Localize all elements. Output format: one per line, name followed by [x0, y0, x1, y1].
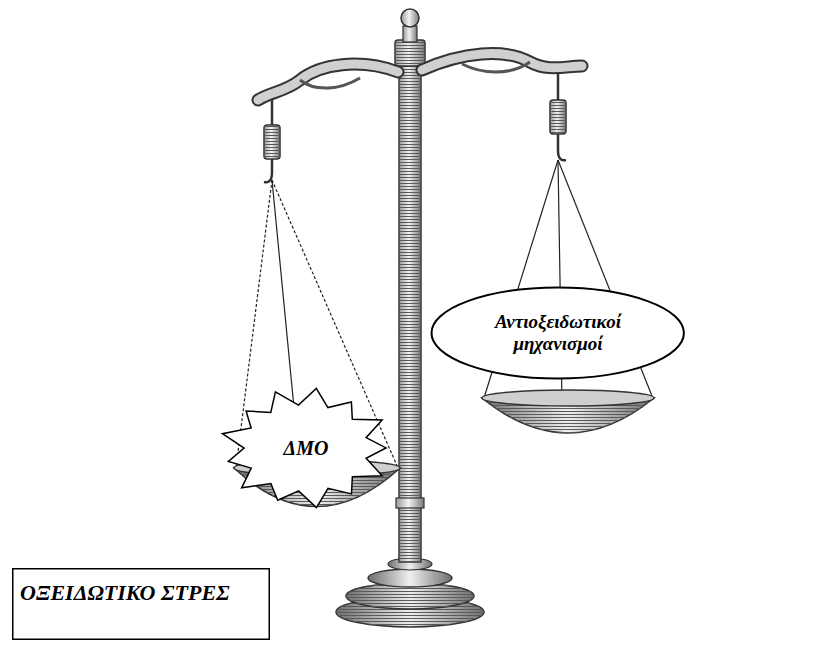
scale-beam: [258, 54, 582, 100]
caption-box: ΟΞΕΙΔΩΤΙΚΟ ΣΤΡΕΣ: [12, 568, 270, 640]
node-text: ΔΜΟ: [284, 437, 329, 460]
scale-base: [336, 558, 484, 627]
node-text: Αντιοξειδωτικοί μηχανισμοί: [473, 311, 643, 355]
ellipse-shape: [432, 288, 684, 379]
ellipse-node: Αντιοξειδωτικοί μηχανισμοί: [430, 286, 685, 380]
node-text: ΟΞΕΙΔΩΤΙΚΟ ΣΤΡΕΣ: [20, 580, 230, 605]
box-shape: [13, 569, 270, 640]
starburst-node: ΔΜΟ: [218, 386, 394, 510]
pan-hooks: [264, 72, 566, 182]
scale-pole: [395, 9, 425, 562]
starburst-shape: [222, 388, 385, 507]
